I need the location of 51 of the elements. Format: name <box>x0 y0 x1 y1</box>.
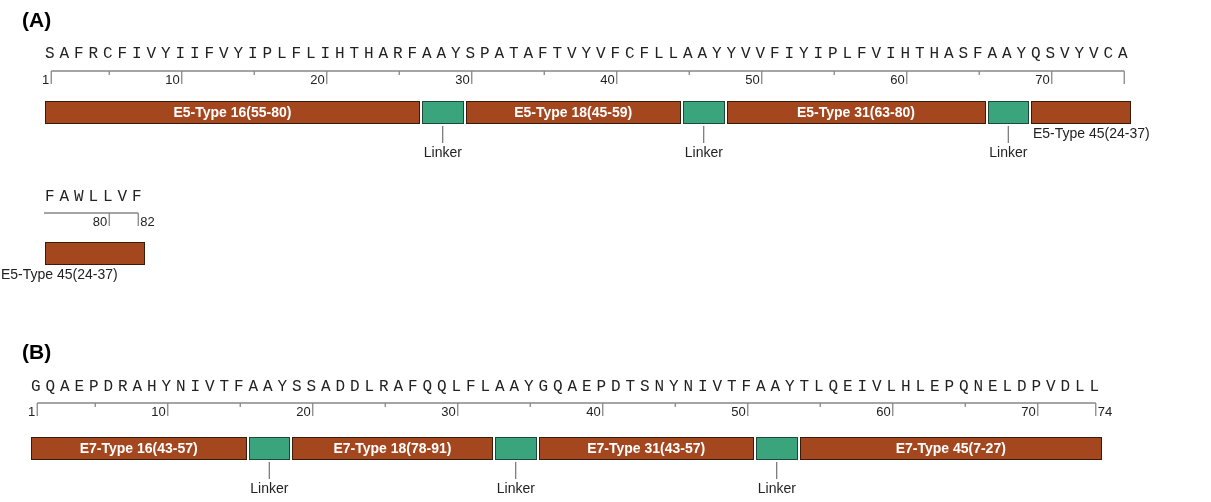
linker-label: Linker <box>757 480 796 496</box>
position-number: 50 <box>731 405 746 419</box>
leader-line <box>1007 125 1009 144</box>
segment-bar: E7-Type 18(78-91) <box>292 437 493 460</box>
segment-label: E5-Type 45(24-37) <box>1 266 118 282</box>
linker-label: Linker <box>989 144 1028 160</box>
linker-label: Linker <box>250 480 289 496</box>
position-number: 1 <box>28 405 36 419</box>
segment-bar: E7-Type 45(7-27) <box>799 437 1102 460</box>
linker-label: Linker <box>423 144 462 160</box>
amino-acid-sequence: FAWLLVF <box>45 188 147 206</box>
segment-bar: E5-Type 18(45-59) <box>465 101 681 124</box>
position-number: 74 <box>1097 405 1113 419</box>
panel-label: (A) <box>22 8 52 32</box>
linker-bar <box>422 101 464 124</box>
linker-bar <box>248 437 290 460</box>
panel-label: (B) <box>22 340 52 364</box>
position-number: 60 <box>890 73 905 87</box>
position-number: 40 <box>586 405 601 419</box>
leader-line <box>268 461 270 480</box>
linker-label: Linker <box>684 144 723 160</box>
leader-line <box>703 125 705 144</box>
segment-bar: E5-Type 31(63-80) <box>726 101 986 124</box>
linker-label: Linker <box>496 480 535 496</box>
linker-bar <box>987 101 1029 124</box>
leader-line <box>776 461 778 480</box>
leader-line <box>515 461 517 480</box>
position-number: 80 <box>92 215 108 229</box>
position-number: 40 <box>600 73 615 87</box>
position-number: 30 <box>441 405 456 419</box>
segment-bar: E7-Type 31(43-57) <box>538 437 754 460</box>
position-number: 10 <box>151 405 166 419</box>
linker-bar <box>756 437 798 460</box>
position-number: 30 <box>455 73 470 87</box>
linker-bar <box>495 437 537 460</box>
position-number: 20 <box>296 405 311 419</box>
leader-line <box>442 125 444 144</box>
position-number: 82 <box>140 215 155 229</box>
position-number: 50 <box>745 73 760 87</box>
position-number: 10 <box>165 73 180 87</box>
position-number: 60 <box>876 405 891 419</box>
position-number: 1 <box>42 73 50 87</box>
segment-label: E5-Type 45(24-37) <box>1033 125 1150 141</box>
segment-bar: E7-Type 16(43-57) <box>31 437 247 460</box>
position-number: 70 <box>1021 405 1036 419</box>
amino-acid-sequence: GQAEPDRAHYNIVTFAAYSSADDLRAFQQLFLAAYGQAEPDTSNYNIVTFAAYTLQEIVLHLEPQNELDPVDLL <box>31 378 1105 396</box>
segment-bar: E5-Type 16(55-80) <box>45 101 420 124</box>
linker-bar <box>683 101 725 124</box>
position-number: 70 <box>1035 73 1050 87</box>
position-number: 20 <box>310 73 325 87</box>
amino-acid-sequence: SAFRCFIVYIIFVYIPLFLIHTHARFAAYSPATAFTVYVFCFLLAAYYVVFIYIPLFVIHTHASFAAYQSVYVCA <box>45 45 1133 63</box>
